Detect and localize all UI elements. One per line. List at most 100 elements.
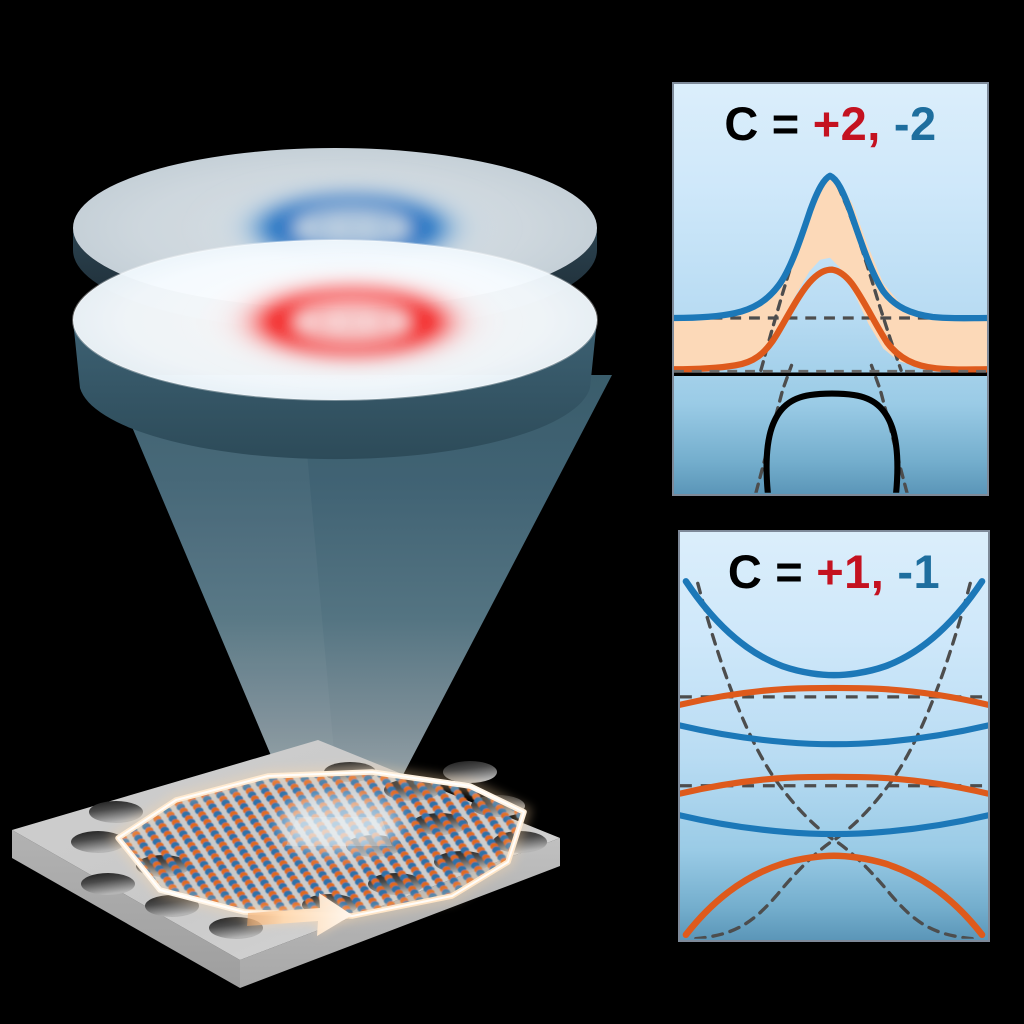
lattice-atom-b xyxy=(533,812,541,819)
lattice-atom-b xyxy=(460,915,469,916)
lattice-atom-b xyxy=(494,896,504,904)
topological-gap-fill xyxy=(674,172,987,370)
lattice-atom-a xyxy=(449,923,458,930)
lattice-atom-b xyxy=(519,772,524,777)
lattice-atom-b xyxy=(535,885,543,892)
vortex-beam-cross-section-red xyxy=(72,239,598,460)
lattice-atom-a xyxy=(518,884,524,892)
lattice-atom-b xyxy=(455,908,464,916)
lattice-atom-b xyxy=(446,755,454,762)
lattice-atom-a xyxy=(491,892,501,900)
lattice-atom-a xyxy=(535,770,544,777)
lattice-atom-b xyxy=(535,793,543,800)
lattice-atom-b xyxy=(527,896,535,903)
chern-symbol: C xyxy=(727,545,763,598)
lattice-atom-a xyxy=(508,777,518,785)
orange-lower-parabola-band xyxy=(682,852,986,939)
lattice-atom-a xyxy=(530,762,539,769)
lattice-atom-a xyxy=(470,907,480,916)
panel-title-c2: C=+2,-2 xyxy=(674,100,987,147)
lattice-atom-b xyxy=(498,785,507,793)
lattice-atom-b xyxy=(538,774,546,781)
lattice-atom-b xyxy=(521,888,524,896)
lattice-atom-a xyxy=(529,900,538,907)
lattice-atom-a xyxy=(535,815,544,822)
lattice-atom-b xyxy=(513,900,522,907)
blue-flat-band-upper-mid xyxy=(680,722,988,748)
lattice-atom-a xyxy=(495,781,504,789)
lattice-atom-b xyxy=(529,877,537,884)
lattice-atom-a xyxy=(513,785,523,793)
lattice-atom-a xyxy=(488,911,498,916)
lattice-atom-a xyxy=(531,880,540,887)
chern-negative-value: -1 xyxy=(897,545,941,598)
lattice-atom-b xyxy=(506,773,515,781)
lattice-atom-b xyxy=(525,778,533,785)
lattice-atom-a xyxy=(496,899,506,908)
panel-title-c1: C=+1,-1 xyxy=(680,548,988,595)
blue-upper-band xyxy=(674,172,987,322)
chern-positive-value: +1, xyxy=(816,545,885,598)
chern-symbol: C xyxy=(724,97,759,150)
lattice-atom-a xyxy=(515,903,524,911)
orange-flat-band-upper xyxy=(680,684,988,708)
lattice-atom-a xyxy=(498,762,507,769)
lattice-atom-a xyxy=(511,758,520,765)
lattice-atom-b xyxy=(473,911,482,916)
lattice-atom-b xyxy=(481,900,490,908)
lattice-atom-b xyxy=(486,907,496,915)
lattice-atom-a xyxy=(457,911,466,916)
focusing-light-cone xyxy=(110,375,612,817)
lattice-atom-b xyxy=(496,759,504,766)
lattice-atom-a xyxy=(503,772,512,778)
lattice-atom-a xyxy=(444,915,453,916)
blue-flat-band-lower xyxy=(680,812,988,838)
chern-number-plus1-minus1-panel: C=+1,-1 xyxy=(678,530,990,942)
lattice-atom-b xyxy=(447,920,455,927)
lattice-atom-a xyxy=(516,772,524,774)
lattice-atom-a xyxy=(540,777,549,784)
perforated-grey-substrate xyxy=(12,740,560,988)
lattice-atom-b xyxy=(468,904,477,912)
lattice-atom-a xyxy=(417,759,426,766)
lattice-atom-a xyxy=(463,919,472,926)
lattice-atom-b xyxy=(500,904,509,911)
lattice-atom-b xyxy=(433,759,441,766)
black-lower-band xyxy=(763,390,901,493)
chern-negative-value: -2 xyxy=(893,97,937,150)
lattice-atom-a xyxy=(502,907,511,915)
reference-dashed-lower-right-leg xyxy=(869,363,909,493)
edge-current-direction-arrow xyxy=(247,893,352,936)
lattice-atom-b xyxy=(509,755,517,762)
blue-upper-parabola-band xyxy=(682,578,986,679)
lattice-atom-b xyxy=(416,920,424,927)
lattice-atom-b xyxy=(538,820,546,827)
lattice-atom-b xyxy=(515,762,523,769)
lattice-atom-b xyxy=(442,912,451,916)
lattice-atom-a xyxy=(478,896,488,904)
lattice-atom-a xyxy=(435,763,444,770)
lattice-atom-a xyxy=(527,781,536,788)
glowing-chiral-edge-state xyxy=(108,765,532,923)
lattice-atom-b xyxy=(478,755,486,762)
lattice-atom-a xyxy=(518,792,524,800)
lattice-atom-b xyxy=(493,777,502,785)
lattice-atom-a xyxy=(521,773,524,781)
lattice-atom-b xyxy=(420,763,428,770)
lattice-atom-a xyxy=(475,915,485,916)
lattice-atom-a xyxy=(431,920,440,927)
chern-number-plus2-minus2-panel: C=+2,-2 xyxy=(672,82,989,496)
lattice-atom-a xyxy=(537,796,546,803)
orange-middle-band xyxy=(674,266,987,373)
illustration-svg xyxy=(12,148,612,988)
lattice-atom-b xyxy=(516,789,524,797)
lattice-atom-b xyxy=(511,781,520,789)
lattice-atom-b xyxy=(533,766,541,773)
lattice-atom-b xyxy=(508,892,517,900)
lattice-atom-a xyxy=(483,903,493,912)
lattice-atom-a xyxy=(523,892,524,900)
lattice-atom-b xyxy=(501,772,510,774)
chern-positive-value: +2, xyxy=(812,97,881,150)
lattice-atom-a xyxy=(418,924,427,931)
